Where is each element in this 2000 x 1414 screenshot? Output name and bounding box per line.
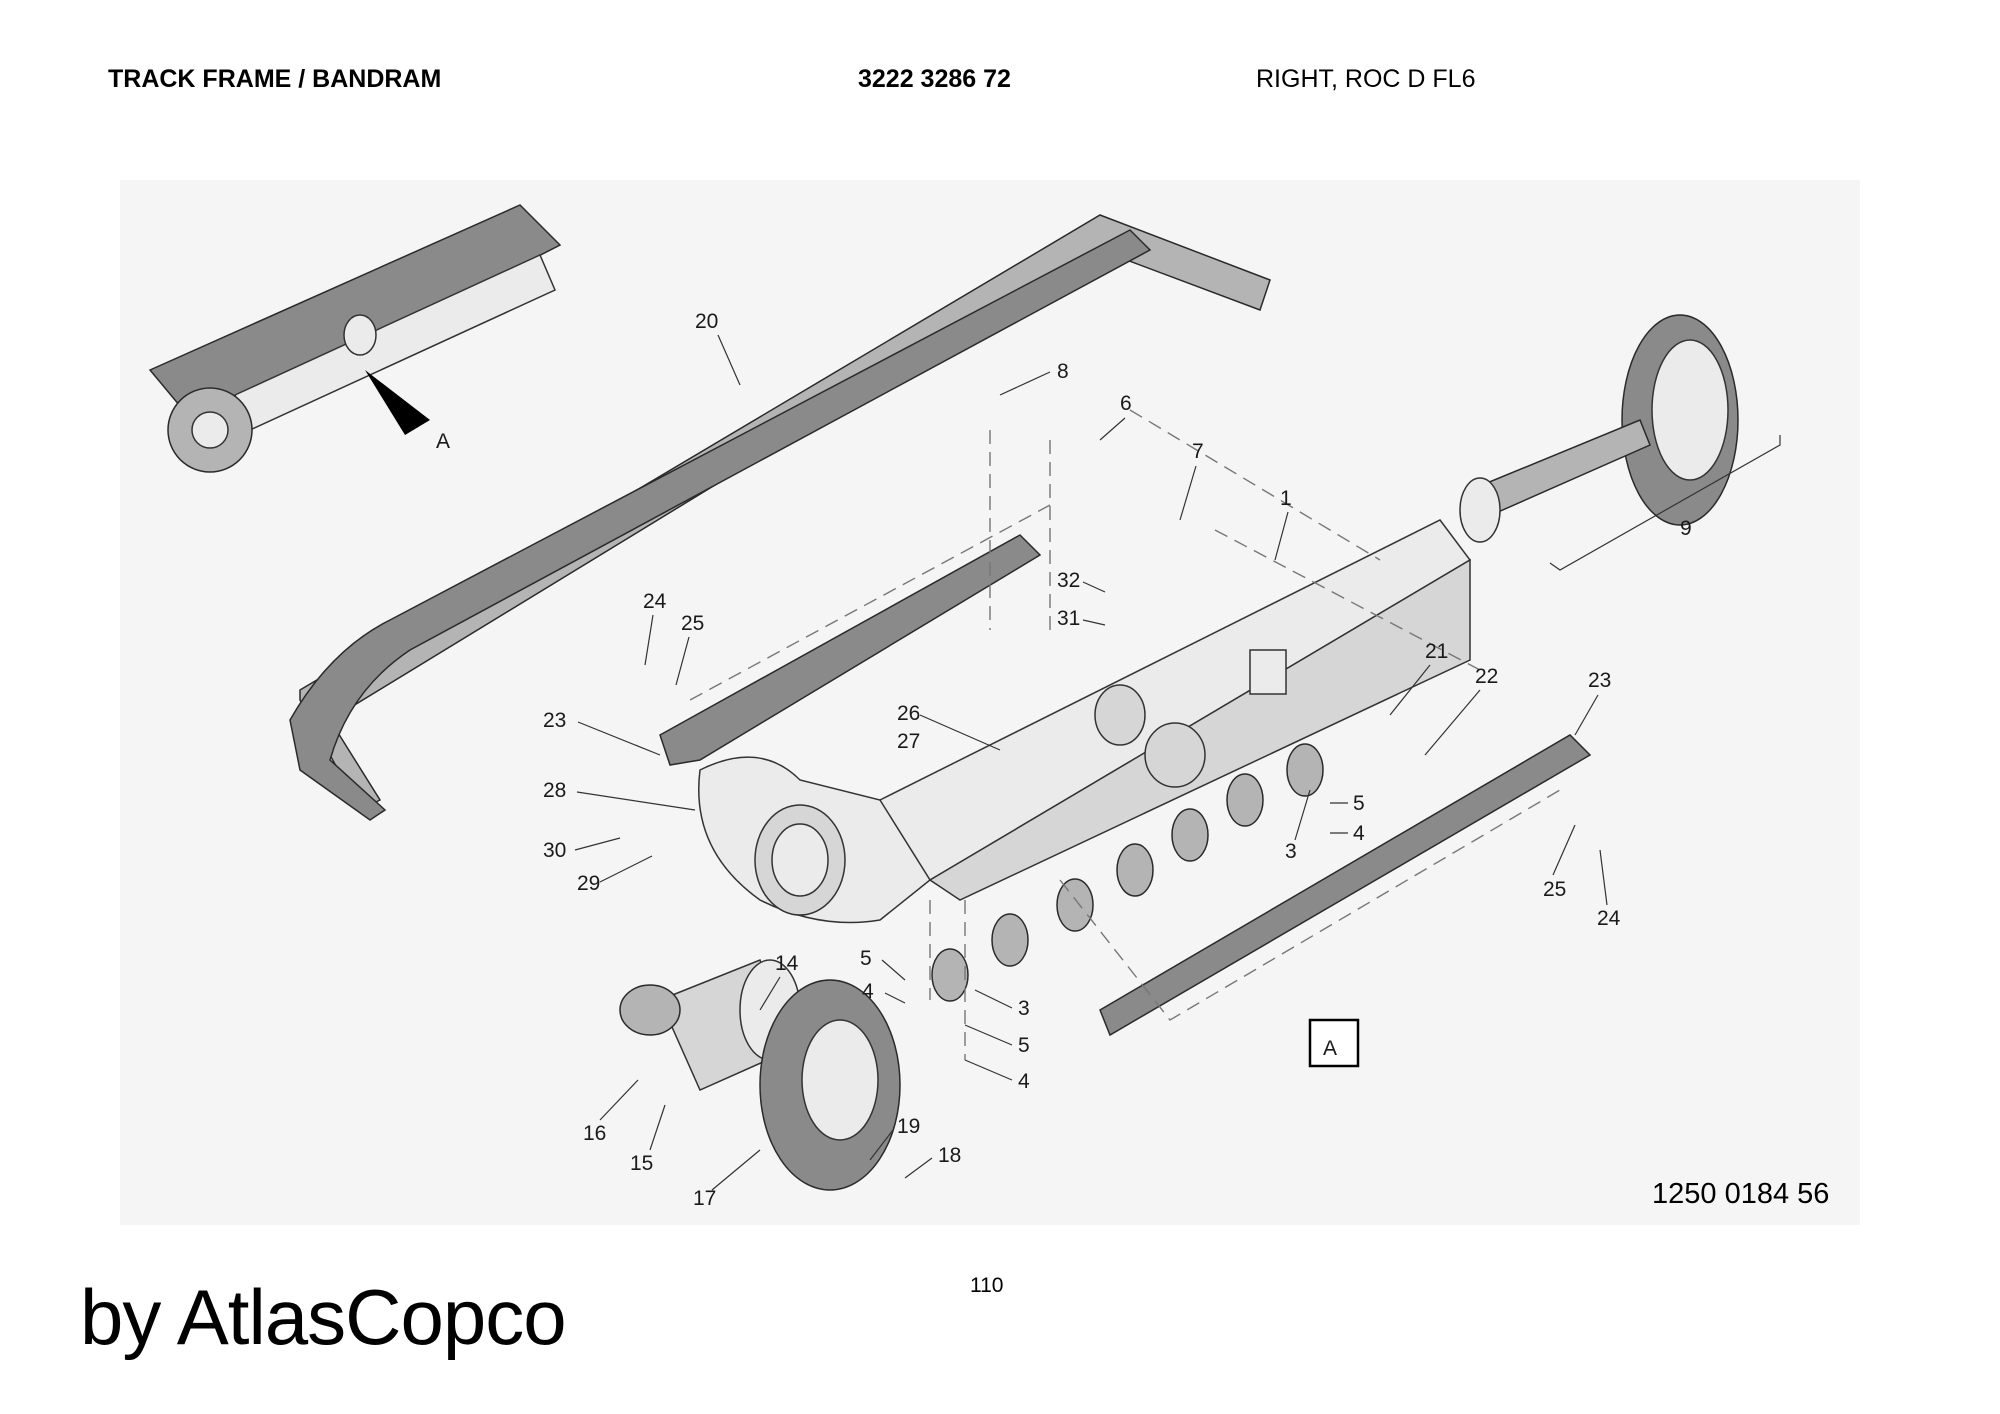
callout-8: 8: [1057, 360, 1069, 383]
track-rollers-illustration: [931, 743, 1324, 1002]
callout-18: 18: [938, 1144, 961, 1167]
callout-7: 7: [1192, 440, 1204, 463]
callout-29: 29: [577, 872, 600, 895]
callout-4: 4: [862, 980, 874, 1003]
callout-3: 3: [1018, 997, 1030, 1020]
part-number: 3222 3286 72: [858, 65, 1011, 93]
callout-1: 1: [1280, 487, 1292, 510]
variant-label: RIGHT, ROC D FL6: [1256, 65, 1476, 93]
callout-5: 5: [860, 947, 872, 970]
callout-17: 17: [693, 1187, 716, 1210]
detail-box: [1308, 1018, 1360, 1068]
callout-5: 5: [1353, 792, 1365, 815]
callout-28: 28: [543, 779, 566, 802]
callout-21: 21: [1425, 640, 1448, 663]
callout-15: 15: [630, 1152, 653, 1175]
callout-14: 14: [775, 952, 799, 975]
callout-19: 19: [897, 1115, 920, 1138]
callout-22: 22: [1475, 665, 1498, 688]
brand-watermark: by AtlasCopco: [80, 1273, 567, 1361]
sprocket-illustration: [759, 979, 901, 1191]
detail-marker: A: [436, 430, 450, 453]
callout-23: 23: [543, 709, 566, 732]
callout-27: 27: [897, 730, 920, 753]
callout-24: 24: [643, 590, 667, 613]
callout-30: 30: [543, 839, 566, 862]
guide-rail-left: [659, 534, 1042, 766]
callout-9: 9: [1680, 517, 1692, 540]
callout-32: 32: [1057, 569, 1080, 592]
idler-wheel-illustration: [1459, 314, 1739, 543]
callout-labels: 1 3 3 4 4 4 5 5 5 6 7 8 9 14 15 16 17 18: [543, 360, 1692, 1210]
callout-25: 25: [681, 612, 704, 635]
overview-track-illustration: A: [148, 204, 562, 473]
drive-motor-illustration: [619, 959, 801, 1091]
callout-20: 20: [695, 310, 718, 333]
callout-26: 26: [897, 702, 920, 725]
callout-4: 4: [1018, 1070, 1030, 1093]
callout-4: 4: [1353, 822, 1365, 845]
callout-25: 25: [1543, 878, 1566, 901]
track-frame-illustration: [698, 519, 1472, 924]
callout-3: 3: [1285, 840, 1297, 863]
callout-16: 16: [583, 1122, 606, 1145]
page-title: TRACK FRAME / BANDRAM: [108, 65, 442, 93]
guide-rail-right: [1099, 734, 1592, 1037]
callout-31: 31: [1057, 607, 1080, 630]
detail-pointer-icon: [365, 370, 430, 435]
drawing-number: 1250 0184 56: [1652, 1178, 1830, 1210]
callout-5: 5: [1018, 1034, 1030, 1057]
track-chain-illustration: [289, 214, 1271, 821]
page-number: 110: [970, 1274, 1004, 1297]
detail-box-label: A: [1323, 1037, 1337, 1060]
callout-24: 24: [1597, 907, 1621, 930]
callout-23: 23: [1588, 669, 1611, 692]
callout-6: 6: [1120, 392, 1132, 415]
